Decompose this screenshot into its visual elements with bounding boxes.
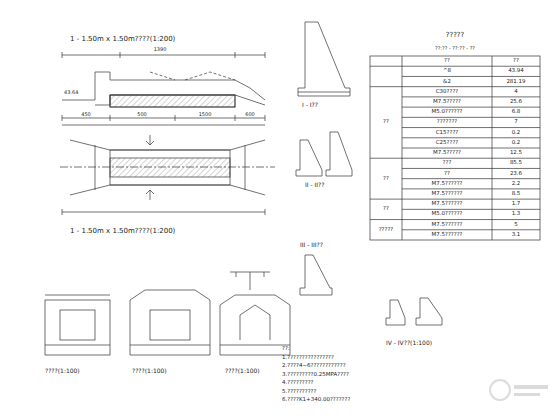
table-cell: ?? xyxy=(444,171,450,177)
watermark-logo xyxy=(490,380,548,400)
view-title: ????(1:100) xyxy=(132,368,167,374)
view-title: ????(1:100) xyxy=(45,368,80,374)
table-group: ????? xyxy=(379,227,394,233)
table-cell: 7 xyxy=(514,119,518,125)
table-cell: 4 xyxy=(514,89,518,95)
note-line: 2.????4~6???????????? xyxy=(282,363,346,369)
table-cell: M7.5?????? xyxy=(431,232,462,238)
dimension: 1500 xyxy=(199,112,212,117)
table-cell: 2.2 xyxy=(512,181,521,187)
table-cell: 8.5 xyxy=(512,191,521,197)
dimension: 43.64 xyxy=(64,90,78,95)
view-title: 1 - 1.50m x 1.50m????(1:200) xyxy=(70,228,175,235)
note-line: 5.?????????? xyxy=(282,389,316,395)
table-cell: ^8 xyxy=(443,68,451,74)
table-cell: M7.5????? xyxy=(433,99,461,105)
table-cell: M5.0?????? xyxy=(431,211,462,217)
view-title: ????(1:100) xyxy=(225,368,260,374)
table-cell: 281.19 xyxy=(506,79,525,85)
note-line: 6.????K1+340.00??????? xyxy=(282,397,350,403)
table-cell: 0.2 xyxy=(512,140,521,146)
dimension: 450 xyxy=(81,112,91,117)
table-cell: C30???? xyxy=(436,89,459,95)
view-title: 1 - 1.50m x 1.50m????(1:200) xyxy=(70,36,175,43)
table-cell: 12.5 xyxy=(510,150,522,156)
table-cell: M7.5????? xyxy=(433,150,461,156)
table-cell: M7.5?????? xyxy=(431,191,462,197)
note-line: 4.????????? xyxy=(282,380,314,386)
table-cell: 25.6 xyxy=(510,99,522,105)
table-header: ?? xyxy=(513,58,519,64)
table-cell: 0.2 xyxy=(512,130,521,136)
table-cell: 6.8 xyxy=(512,109,521,115)
table-group: ?? xyxy=(383,176,389,182)
table-cell: 3.1 xyxy=(512,232,521,238)
table-cell: 43.94 xyxy=(508,68,524,74)
table-cell: M7.5?????? xyxy=(431,181,462,187)
section-title: IV - IV??(1:100) xyxy=(386,340,432,346)
table-cell: 23.6 xyxy=(510,171,522,177)
table-cell: M7.5?????? xyxy=(431,201,462,207)
dimension: 600 xyxy=(245,112,255,117)
table-header: ?? xyxy=(444,58,450,64)
table-cell: M5.0?????? xyxy=(431,109,462,115)
section-title: III - III?? xyxy=(300,242,323,248)
table-cell: M7.5?????? xyxy=(431,222,462,228)
table-cell: ??? xyxy=(443,160,452,166)
table-cell: 1.7 xyxy=(512,201,521,207)
note-line: ??: xyxy=(282,346,290,352)
table-cell: ??????? xyxy=(437,119,457,125)
table-cell: 85.5 xyxy=(510,160,522,166)
section-title: I - I?? xyxy=(302,102,318,108)
table-group: ?? xyxy=(383,206,389,212)
table-unit: ??:?? - ??:?? - ?? xyxy=(435,46,475,51)
table-cell: C15???? xyxy=(436,130,459,136)
note-line: 3.?????????0.25MPA???? xyxy=(282,372,349,378)
table-title: ????? xyxy=(446,32,465,39)
table-cell: 1.3 xyxy=(512,211,521,217)
section-title: II - II?? xyxy=(305,182,324,188)
table-cell: &2 xyxy=(443,79,451,85)
dimension: 500 xyxy=(137,112,147,117)
table-cell: C25???? xyxy=(436,140,459,146)
dimension: 1390 xyxy=(154,47,167,52)
table-cell: 5 xyxy=(514,222,518,228)
table-group: ?? xyxy=(383,119,389,125)
note-line: 1.???????????????? xyxy=(282,355,334,361)
